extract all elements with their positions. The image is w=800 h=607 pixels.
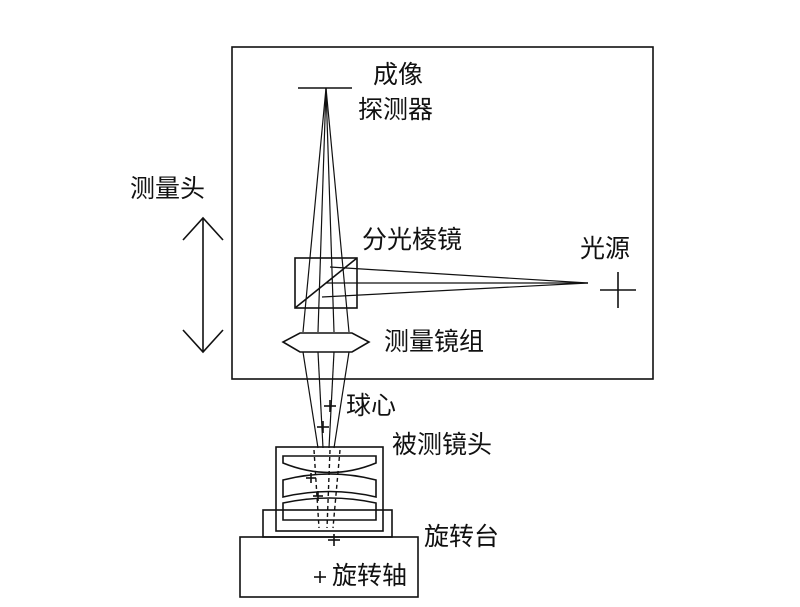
source-ray-fan [321, 266, 589, 298]
sphere-center-marks [317, 400, 336, 433]
lens-under-test [275, 446, 384, 532]
label-beam-splitter: 分光棱镜 [362, 225, 462, 254]
travel-arrow-icon [182, 216, 224, 354]
label-light-source: 光源 [580, 234, 630, 263]
label-measuring-lens-group: 测量镜组 [384, 327, 484, 356]
label-detector-line2: 探测器 [358, 95, 433, 124]
measuring-lens-group [281, 332, 371, 353]
ray-bundle-upper [302, 87, 350, 333]
ray-bundle-lower [302, 351, 350, 449]
rotation-axis-marks [314, 534, 340, 583]
label-detector-line1: 成像 [373, 60, 423, 89]
label-rotary-table: 旋转台 [424, 522, 499, 551]
light-source-icon [600, 272, 636, 308]
measuring-head-box [231, 46, 654, 380]
label-sphere-center: 球心 [346, 391, 396, 420]
rotation-axis-base [239, 536, 419, 598]
label-measuring-head: 测量头 [130, 174, 205, 203]
label-rotation-axis: 旋转轴 [332, 561, 407, 590]
label-lens-under-test: 被测镜头 [392, 430, 492, 459]
